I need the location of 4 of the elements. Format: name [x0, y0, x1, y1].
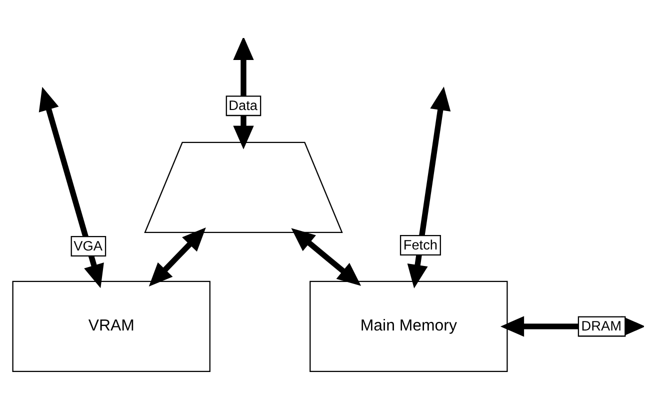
edge-label: Data	[228, 98, 258, 113]
edge-label: DRAM	[581, 318, 622, 334]
edge-label: Fetch	[403, 237, 438, 252]
edge-label: VGA	[74, 238, 102, 254]
